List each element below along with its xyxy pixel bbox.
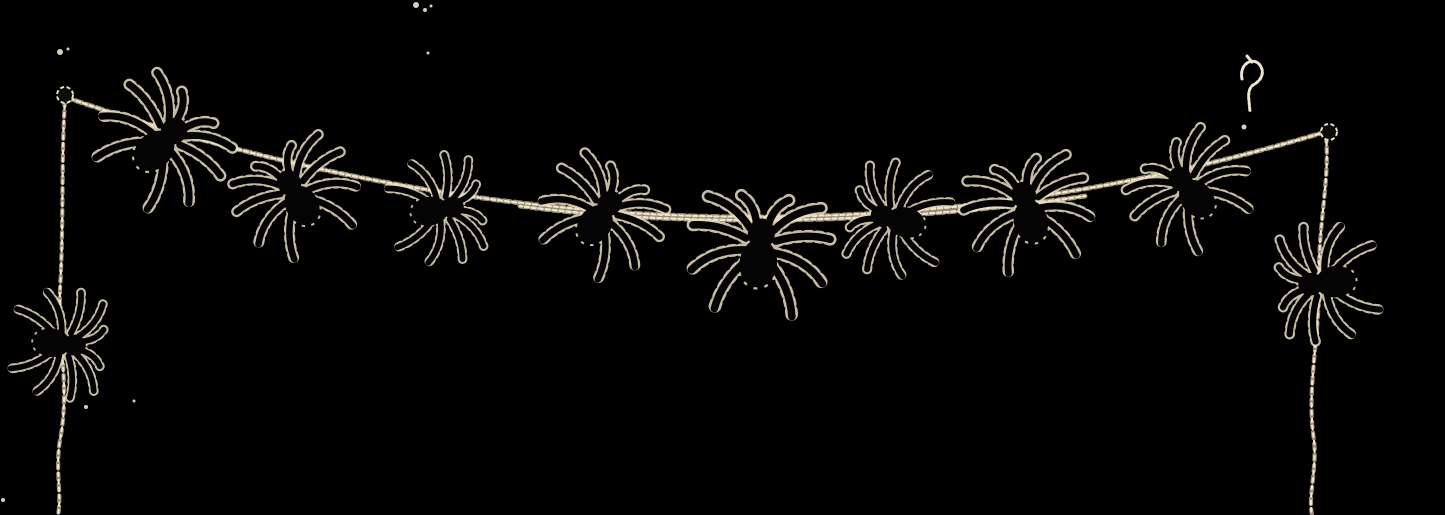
dust-speck	[426, 51, 430, 55]
dust-speck	[84, 405, 88, 409]
dust-speck	[57, 49, 63, 55]
dust-speck	[66, 47, 70, 51]
dust-speck	[1, 498, 5, 502]
left-drop-highlight	[56, 98, 67, 515]
dust-speck	[423, 8, 427, 12]
string-scrap-curl	[1240, 59, 1264, 114]
dust-speck	[132, 399, 136, 403]
artifacts-layer	[1, 2, 433, 502]
string-scrap-dot	[1241, 124, 1247, 130]
string-scrap-squiggle	[1240, 54, 1264, 130]
right-pin	[1320, 123, 1338, 141]
left-pin	[56, 86, 74, 104]
string-scrap-tick	[1245, 54, 1254, 64]
dust-speck	[429, 4, 433, 8]
dust-speck	[413, 2, 419, 8]
